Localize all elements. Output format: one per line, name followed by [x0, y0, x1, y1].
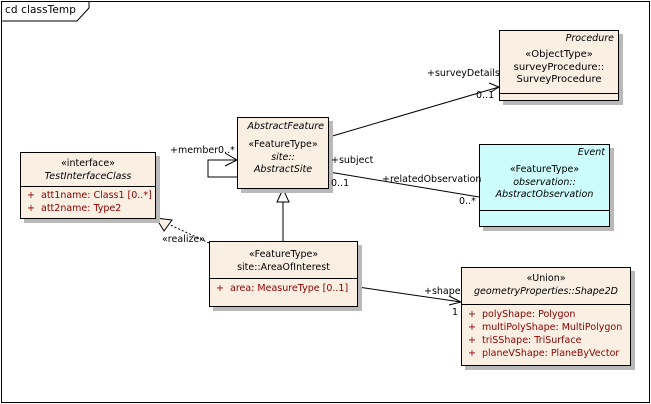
class-name-line2: SurveyProcedure [516, 74, 602, 85]
attribute-compartment: + polyShape: Polygon + multiPolyShape: Mul… [462, 304, 630, 360]
attribute-text: triSShape: TriSurface [482, 335, 582, 346]
class-name: geometryProperties::Shape2D [474, 285, 618, 297]
attribute-text: att1name: Class1 [0..*] [41, 190, 152, 201]
generalization-arrowhead [276, 187, 290, 203]
class-tag: Procedure [565, 33, 614, 44]
realization-arrowhead [155, 217, 173, 232]
class-name-line1: observation:: [513, 176, 576, 188]
multiplicity-subject: 0..1 [331, 178, 350, 189]
association-shape[interactable] [357, 286, 462, 303]
attribute-text: multiPolyShape: MultiPolygon [482, 322, 623, 333]
visibility-marker: + [468, 309, 476, 320]
attribute-text: polyShape: Polygon [482, 309, 576, 320]
class-header: «interface» TestInterfaceClass [21, 153, 155, 186]
class-name-line1: surveyProcedure:: [513, 61, 605, 73]
stereotype: «FeatureType» [509, 164, 580, 175]
visibility-marker: + [216, 283, 224, 294]
visibility-marker: + [468, 348, 476, 359]
class-test-interface[interactable]: «interface» TestInterfaceClass + att1name… [20, 152, 156, 219]
visibility-marker: + [468, 335, 476, 346]
stereotype: «Union» [526, 273, 566, 284]
role-shape: +shape [424, 286, 461, 297]
attribute-text: area: MeasureType [0..1] [230, 283, 349, 294]
association-related-observation[interactable] [328, 171, 480, 198]
role-member: +member [170, 145, 219, 156]
attribute-compartment: + area: MeasureType [0..1] [210, 278, 357, 295]
attribute-row: + planeVShape: PlaneByVector [462, 347, 630, 360]
class-header: «FeatureType» site:: AbstractSite [238, 133, 328, 177]
role-related-observation: +relatedObservation [382, 174, 482, 185]
role-subject: +subject [331, 155, 374, 166]
attribute-row: + triSShape: TriSurface [462, 334, 630, 347]
multiplicity-member: 0..* [218, 145, 235, 156]
attribute-row: + att2name: Type2 [21, 202, 155, 215]
class-abstract-site[interactable]: AbstractFeature «FeatureType» site:: Abs… [237, 117, 329, 189]
association-member-self[interactable] [207, 159, 237, 178]
attribute-row: + att1name: Class1 [0..*] [21, 189, 155, 202]
association-survey-details[interactable] [328, 86, 500, 138]
class-name-line2: AbstractObservation [495, 189, 594, 200]
realization-line[interactable] [163, 221, 210, 244]
frame-tab-outline [1, 1, 90, 22]
attribute-text: att2name: Type2 [41, 203, 122, 214]
attribute-row: + area: MeasureType [0..1] [210, 282, 357, 295]
multiplicity-related-observation: 0..* [459, 196, 476, 207]
attribute-text: planeVShape: PlaneByVector [482, 348, 620, 359]
multiplicity-shape: 1 [452, 307, 459, 318]
stereotype: «interface» [61, 158, 115, 169]
role-survey-details: +surveyDetails [427, 68, 500, 79]
visibility-marker: + [27, 203, 35, 214]
realize-label: «realize» [162, 234, 206, 245]
stereotype: «FeatureType» [248, 249, 319, 260]
frame-title: cd classTemp [5, 4, 77, 16]
attribute-row: + multiPolyShape: MultiPolygon [462, 321, 630, 334]
class-name-line1: site:: [271, 151, 295, 163]
class-header: «FeatureType» observation:: AbstractObse… [480, 159, 609, 202]
class-procedure[interactable]: Procedure «ObjectType» surveyProcedure::… [499, 30, 619, 101]
class-shape2d[interactable]: «Union» geometryProperties::Shape2D + pol… [461, 267, 631, 366]
class-area-of-interest[interactable]: «FeatureType» site::AreaOfInterest + area… [209, 241, 358, 307]
visibility-marker: + [27, 190, 35, 201]
class-tag: AbstractFeature [247, 121, 324, 132]
attribute-compartment: + att1name: Class1 [0..*] + att2name: Type… [21, 186, 155, 215]
attribute-compartment [480, 210, 609, 227]
stereotype: «ObjectType» [525, 49, 593, 60]
attribute-compartment [500, 93, 618, 101]
class-header: «FeatureType» site::AreaOfInterest [210, 242, 357, 278]
class-header: «ObjectType» surveyProcedure:: SurveyPro… [500, 45, 618, 87]
multiplicity-survey-details: 0..1 [476, 90, 495, 101]
class-name: site::AreaOfInterest [237, 261, 330, 273]
class-name: TestInterfaceClass [44, 170, 132, 182]
class-name-line2: AbstractSite [253, 164, 313, 175]
visibility-marker: + [468, 322, 476, 333]
class-header: «Union» geometryProperties::Shape2D [462, 268, 630, 304]
attribute-row: + polyShape: Polygon [462, 308, 630, 321]
stereotype: «FeatureType» [248, 139, 318, 150]
class-tag: Event [577, 147, 605, 158]
class-event[interactable]: Event «FeatureType» observation:: Abstra… [479, 144, 610, 227]
